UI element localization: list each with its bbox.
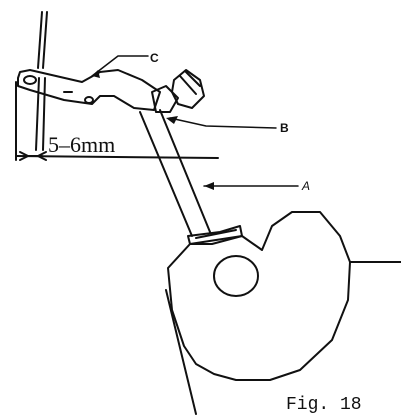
dimension-text: 5–6mm	[48, 132, 115, 157]
label-b: B	[280, 121, 289, 135]
label-c: C	[150, 51, 159, 65]
leader-lines	[91, 55, 299, 187]
arrowhead-b	[166, 116, 178, 124]
dimension-lines	[15, 81, 219, 161]
mounting-nut	[151, 69, 205, 113]
figure-caption: Fig. 18	[286, 395, 362, 415]
arrowhead-a	[204, 182, 214, 190]
needle	[35, 11, 48, 151]
label-a: A	[301, 179, 310, 193]
hook-arm-c	[17, 69, 161, 111]
cam-body	[165, 211, 401, 415]
arrowhead-c	[92, 70, 100, 78]
shaft-a	[139, 109, 243, 245]
